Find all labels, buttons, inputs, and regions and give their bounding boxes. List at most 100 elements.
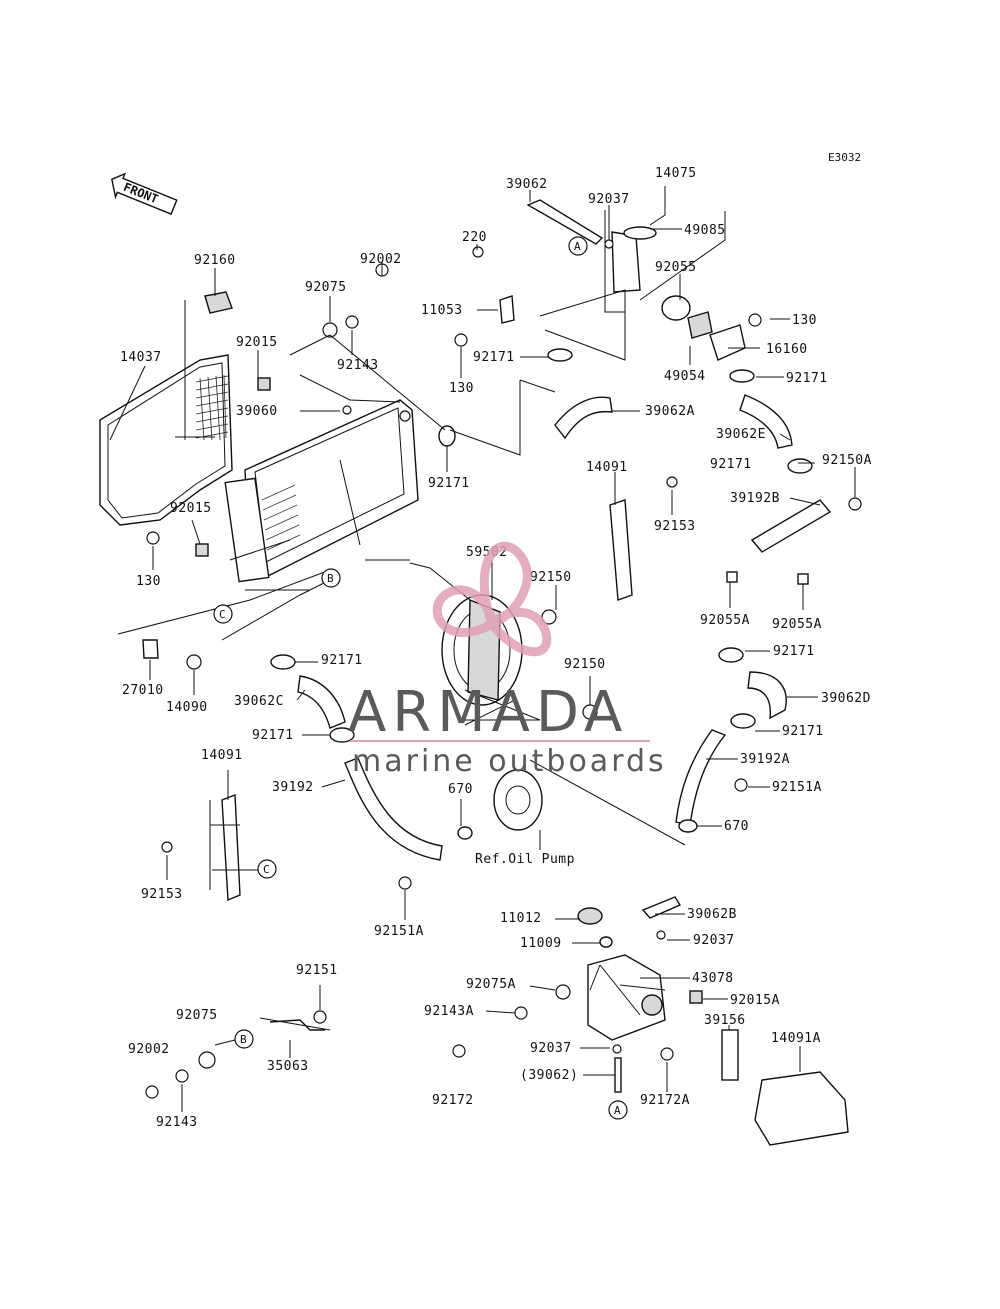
hose-39062c: [297, 675, 346, 729]
part-label: 92143: [337, 358, 379, 373]
pipe-35063: [269, 1019, 325, 1031]
part-label: 130: [449, 381, 474, 396]
oring-92055: [661, 295, 691, 321]
thermostat-housing: [611, 231, 641, 293]
part-label: 130: [792, 313, 817, 328]
part-label: 220: [462, 230, 487, 245]
part-label: 16160: [766, 342, 808, 357]
part-label: 14091: [586, 460, 628, 475]
part-label: 92172: [432, 1093, 474, 1108]
ref-oil-pump-note: Ref.Oil Pump: [475, 852, 575, 867]
part-label: 92002: [128, 1042, 170, 1057]
hose-39062: [526, 199, 604, 245]
part-label: 670: [724, 819, 749, 834]
leader-lines: [109, 186, 856, 1112]
diagram-code: E3032: [828, 151, 861, 164]
part-label: 11053: [421, 303, 463, 318]
part-label: 92015A: [730, 993, 780, 1008]
part-label: 92037: [588, 192, 630, 207]
part-label: 92172A: [640, 1093, 690, 1108]
bracket-14091-upper: [609, 499, 633, 601]
part-label: 14090: [166, 700, 208, 715]
part-label: 92055: [655, 260, 697, 275]
part-label: 92143: [156, 1115, 198, 1130]
part-label: 92153: [654, 519, 696, 534]
part-label: 92171: [428, 476, 470, 491]
seal-11009: [599, 936, 613, 948]
part-label: 92150A: [822, 453, 872, 468]
pad-39156: [721, 1029, 739, 1081]
svg-text:B: B: [240, 1033, 247, 1046]
part-label: 92150: [530, 570, 572, 585]
part-label: 39062D: [821, 691, 871, 706]
part-label: 27010: [122, 683, 164, 698]
part-label: 92150: [564, 657, 606, 672]
part-label: 11012: [500, 911, 542, 926]
part-label: 92171: [473, 350, 515, 365]
svg-text:B: B: [327, 572, 334, 585]
water-pump: [493, 769, 543, 831]
bracket-14091-lower: [221, 793, 241, 902]
part-label: 14037: [120, 350, 162, 365]
part-label: 92015: [236, 335, 278, 350]
hose-39192a: [675, 729, 727, 826]
part-label: 14075: [655, 166, 697, 181]
svg-text:A: A: [574, 240, 581, 253]
tank-cap-11012: [577, 907, 603, 925]
fitting-16160: [709, 324, 746, 361]
part-label: 35063: [267, 1059, 309, 1074]
watermark: ARMADA marine outboards: [348, 541, 667, 779]
part-label: 130: [136, 574, 161, 589]
part-label: 670: [448, 782, 473, 797]
watermark-subtitle: marine outboards: [352, 744, 667, 779]
part-label: 92002: [360, 252, 402, 267]
part-label: 92151A: [374, 924, 424, 939]
part-label: 92171: [786, 371, 828, 386]
cap-part: [204, 291, 233, 314]
hose-39062a: [554, 396, 613, 440]
ref-marker-group: A B C C B A: [213, 236, 628, 1120]
hose-39062d: [747, 671, 787, 720]
cap-49085: [623, 226, 657, 240]
part-label: 92171: [321, 653, 363, 668]
pipe-39192b: [750, 499, 832, 553]
ref-marker-c-lower: C: [257, 859, 277, 879]
part-label: (39062): [520, 1068, 578, 1083]
part-label: 39192: [272, 780, 314, 795]
part-label: 92015: [170, 501, 212, 516]
watermark-title: ARMADA: [348, 680, 628, 745]
part-label: 92037: [530, 1041, 572, 1056]
part-label: 92055A: [772, 617, 822, 632]
part-labels: 39062 92037 14075 49085 220 92055 11053 …: [120, 166, 872, 1130]
part-label: 92153: [141, 887, 183, 902]
part-label: 39062B: [687, 907, 737, 922]
radiator-core: [224, 399, 419, 583]
fasteners: [142, 239, 862, 1099]
svg-text:C: C: [263, 863, 270, 876]
part-label: 39062: [506, 177, 548, 192]
part-label: 92075A: [466, 977, 516, 992]
part-label: 92143A: [424, 1004, 474, 1019]
part-label: 92075: [305, 280, 347, 295]
ref-marker-b-bottom: B: [234, 1029, 254, 1049]
hose-39062b: [641, 896, 682, 919]
part-label: 39062A: [645, 404, 695, 419]
hose-39192: [344, 757, 443, 861]
part-label: 14091: [201, 748, 243, 763]
part-label: 39060: [236, 404, 278, 419]
part-label: 39192A: [740, 752, 790, 767]
part-label: 43078: [692, 971, 734, 986]
part-label: 92171: [782, 724, 824, 739]
ref-marker-a-bottom: A: [608, 1100, 628, 1120]
part-label: 14091A: [771, 1031, 821, 1046]
part-label: 92171: [710, 457, 752, 472]
part-label: 92171: [252, 728, 294, 743]
hose-39062e: [739, 394, 793, 449]
radiator-screen: [99, 354, 233, 526]
thermostat-49054: [687, 311, 713, 339]
part-label: 49054: [664, 369, 706, 384]
part-label: 39062C: [234, 694, 284, 709]
part-label: 11009: [520, 936, 562, 951]
